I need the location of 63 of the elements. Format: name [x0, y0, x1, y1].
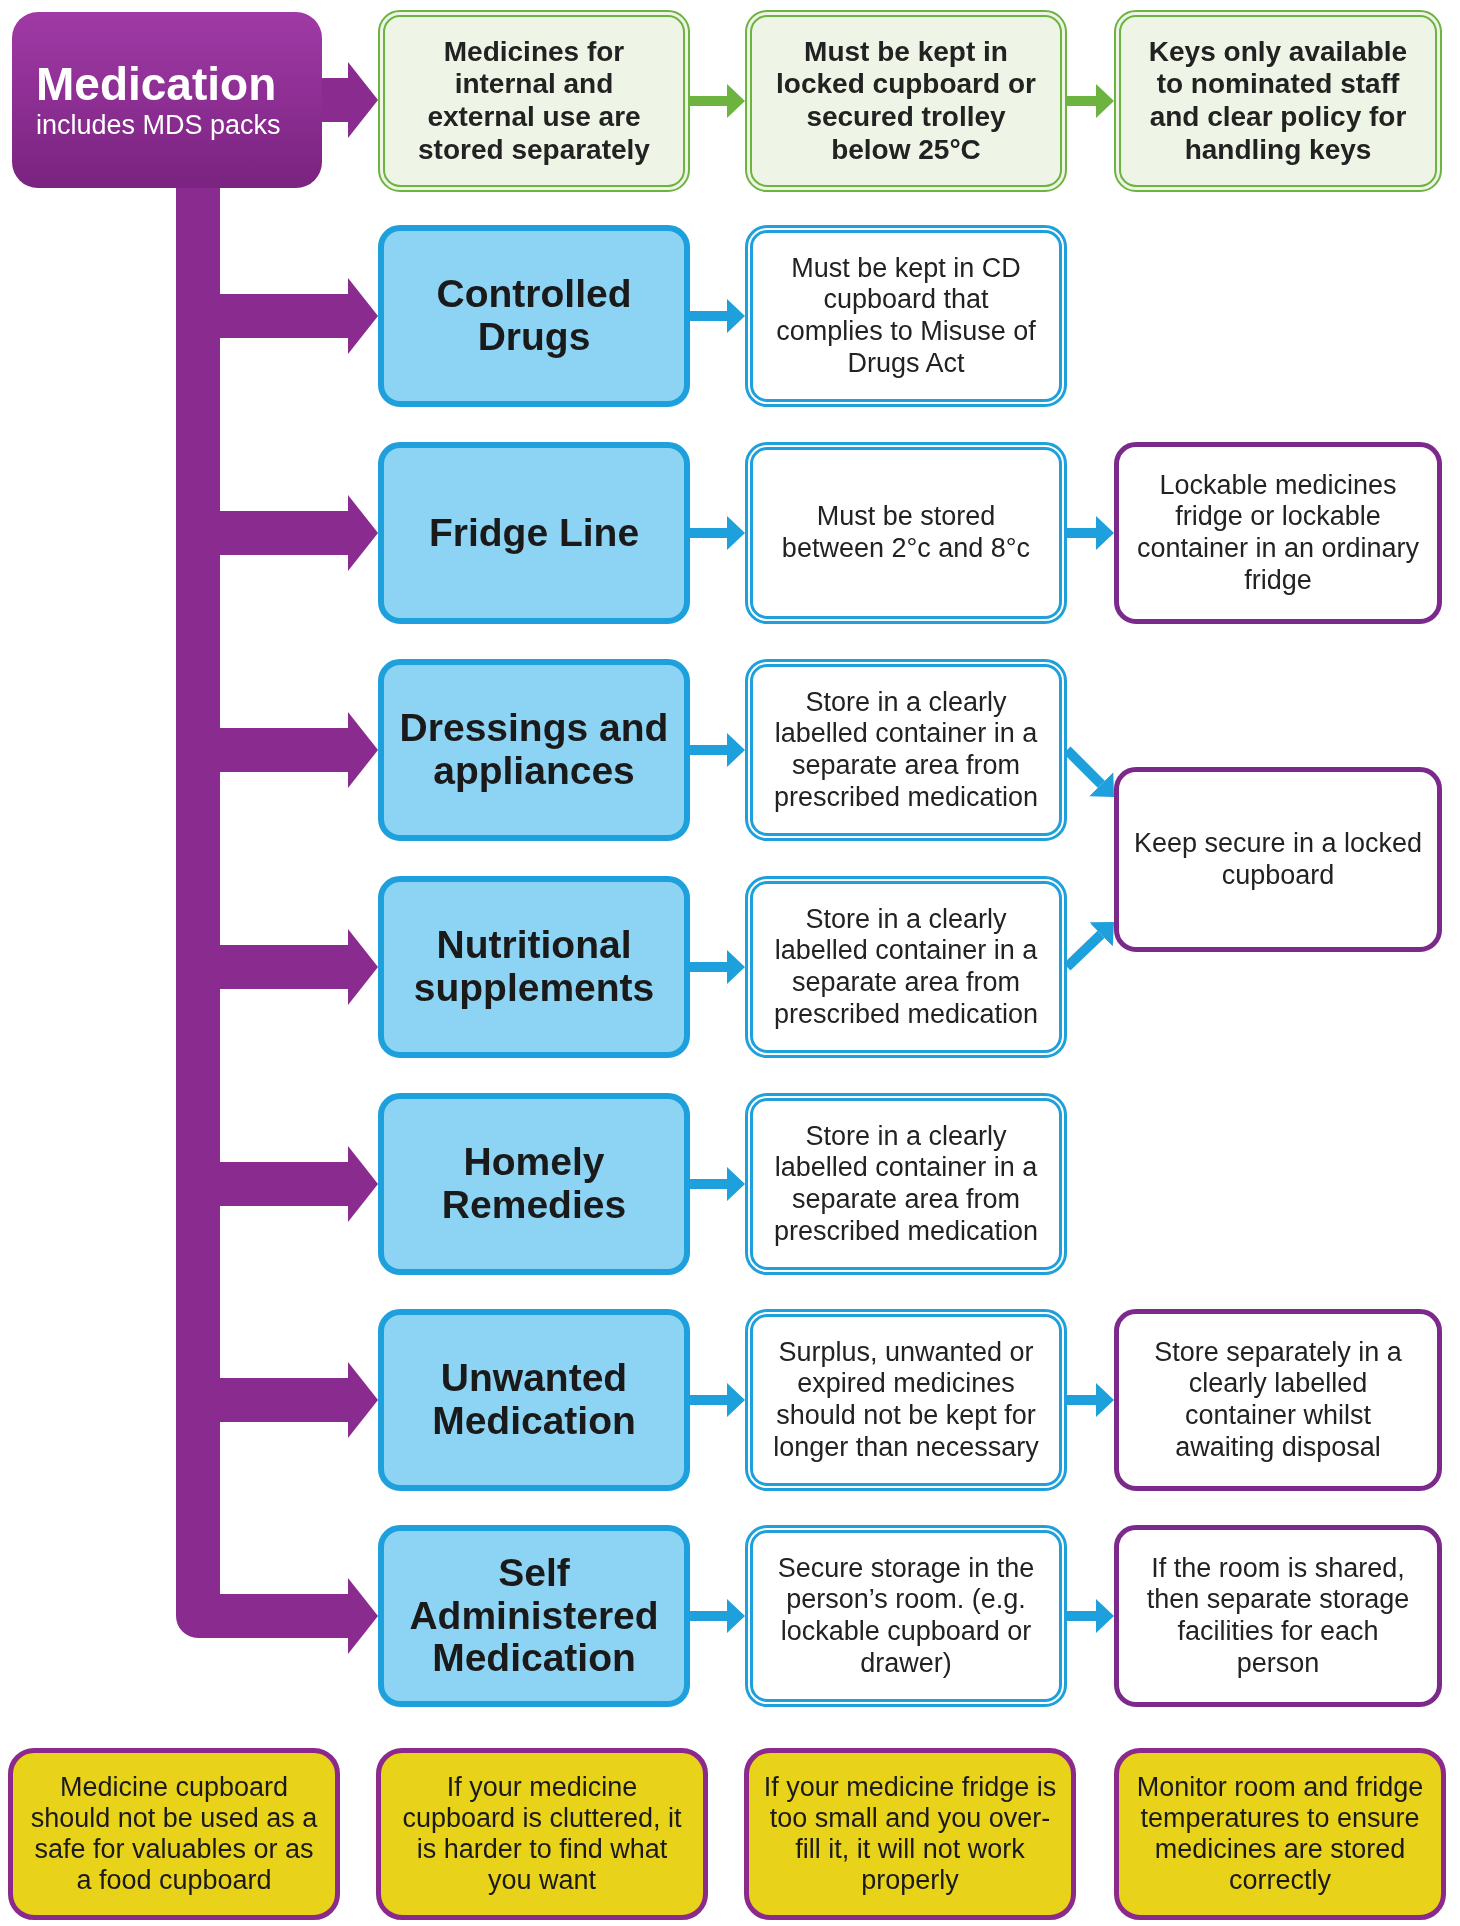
node-text: Store in a clearly labelled container in a separate area from prescribed medication: [772, 903, 1040, 1031]
node-text: Lockable medicines fridge or lockable container in an ordinary fridge: [1135, 469, 1421, 597]
instruction-box: [745, 876, 1067, 1058]
node-text: Store in a clearly labelled container in a separate area from prescribed medication: [772, 1120, 1040, 1248]
instruction-box: [745, 1525, 1067, 1707]
tip-box: [1114, 1748, 1446, 1920]
note-box: [1114, 767, 1442, 952]
category-box: [12, 12, 322, 188]
arrow: [690, 1599, 745, 1633]
node-text: Medicines for internal and external use are stored separately: [417, 35, 651, 167]
category-box: [378, 876, 690, 1058]
category-box: [378, 1525, 690, 1707]
instruction-box: [745, 659, 1067, 841]
node-text: Surplus, unwanted or expired medicines should not be kept for longer than necessary: [772, 1336, 1040, 1464]
note-box: [1114, 1309, 1442, 1491]
instruction-box: [745, 442, 1067, 624]
node-text: Store separately in a clearly labelled container whilst awaiting disposal: [1153, 1336, 1403, 1464]
note-text: includes MDS packs: [36, 109, 281, 142]
node-text: Dressings and appliances: [398, 707, 670, 793]
tip-box: [8, 1748, 340, 1920]
node-text: Must be kept in locked cupboard or secured trolley below 25°C: [775, 35, 1037, 167]
arrow: [1067, 84, 1114, 118]
arrow: [1067, 1383, 1114, 1417]
node-text: If your medicine fridge is too small and you over-fill it, it will not work properly: [763, 1771, 1057, 1897]
node-text: Unwanted Medication: [431, 1357, 637, 1443]
category-box: [378, 1093, 690, 1275]
arrow: [690, 299, 745, 333]
instruction-box: [745, 1309, 1067, 1491]
node-text: Keep secure in a locked cupboard: [1133, 827, 1423, 892]
node-text: Homely Remedies: [440, 1141, 628, 1227]
arrow: [690, 733, 745, 767]
node-text: Controlled Drugs: [435, 273, 633, 359]
arrow: [690, 1383, 745, 1417]
node-text: Must be kept in CD cupboard that complies to Misuse of Drugs Act: [775, 252, 1037, 380]
arrow: [690, 950, 745, 984]
node-text: Self Administered Medication: [408, 1551, 660, 1681]
arrow: [690, 1167, 745, 1201]
note-box: [1114, 1525, 1442, 1707]
node-text: Store in a clearly labelled container in a separate area from prescribed medication: [772, 686, 1040, 814]
category-box: [378, 659, 690, 841]
node-text: Medicine cupboard should not be used as a safe for valuables or as a food cupboard: [29, 1771, 319, 1897]
category-box: [378, 442, 690, 624]
tip-box: [376, 1748, 708, 1920]
arrow: [1067, 1599, 1114, 1633]
node-text: If your medicine cupboard is cluttered, it is harder to find what you want: [401, 1771, 683, 1897]
heading-text: Medication: [36, 58, 277, 110]
instruction-box: [745, 1093, 1067, 1275]
tip-box: [744, 1748, 1076, 1920]
category-box: [378, 1309, 690, 1491]
node-text: Must be stored between 2°c and 8°c: [780, 501, 1032, 565]
instruction-box: [745, 225, 1067, 407]
node-text: Nutritional supplements: [412, 924, 656, 1010]
arrow: [690, 516, 745, 550]
arrow: [322, 62, 378, 138]
node-text: If the room is shared, then separate storage facilities for each person: [1145, 1552, 1411, 1680]
node-text: Secure storage in the person’s room. (e.g. lockable cupboard or drawer): [776, 1552, 1036, 1680]
category-box: [378, 225, 690, 407]
node-text: Monitor room and fridge temperatures to ensure medicines are stored correctly: [1135, 1771, 1425, 1897]
node-text: Keys only available to nominated staff and clear policy for handling keys: [1147, 35, 1409, 167]
note-box: [1114, 442, 1442, 624]
arrow: [690, 84, 745, 118]
node-text: Fridge Line: [428, 511, 640, 555]
arrow: [1067, 516, 1114, 550]
